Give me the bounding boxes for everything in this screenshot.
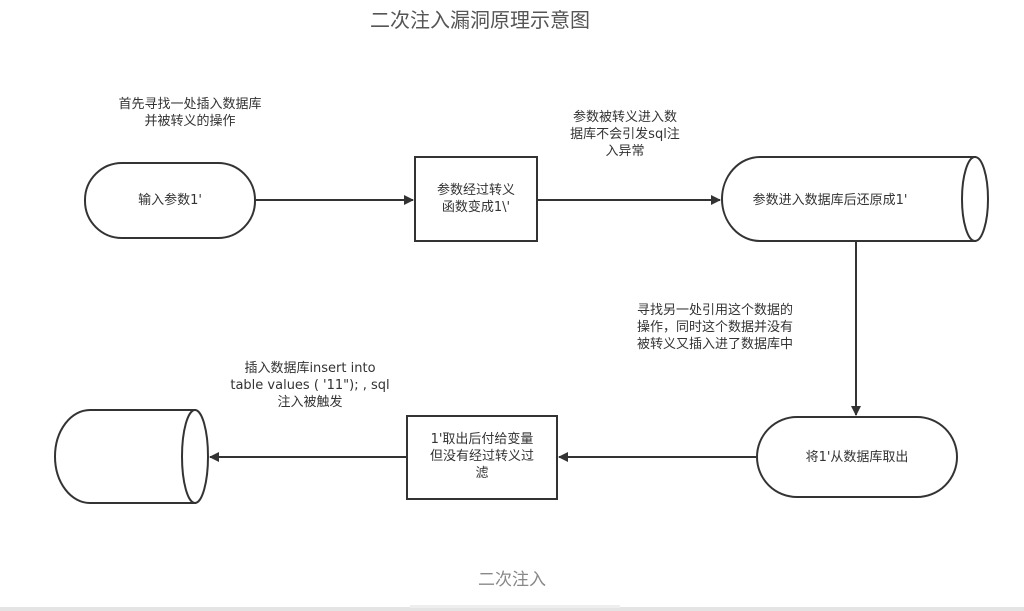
annotation-line: table values ( '11"); , sql	[230, 378, 390, 393]
bottom-divider-highlight	[410, 605, 620, 608]
node-db-restore	[721, 156, 989, 242]
bottom-divider	[0, 607, 1024, 611]
node-assign-variable-line: 滤	[475, 466, 489, 481]
node-assign-variable-label: 1'取出后付给变量 但没有经过转义过 滤	[407, 431, 557, 482]
node-target-db	[54, 409, 209, 504]
node-input-param	[84, 162, 256, 239]
node-assign-variable	[406, 415, 558, 500]
figure-caption: 二次注入	[478, 570, 546, 590]
diagram-title: 二次注入漏洞原理示意图	[370, 8, 590, 32]
node-escape-function-line: 函数变成1\'	[441, 200, 511, 215]
annotation-line: 插入数据库insert into	[244, 361, 376, 376]
annotation-line: 操作，同时这个数据并没有	[636, 320, 793, 335]
node-fetch-from-db	[756, 416, 958, 498]
annotation-line: 并被转义的操作	[144, 114, 236, 129]
annotation-step3: 寻找另一处引用这个数据的 操作，同时这个数据并没有 被转义又插入进了数据库中	[610, 302, 820, 353]
node-input-param-label: 输入参数1'	[138, 193, 202, 208]
annotation-line: 注入被触发	[277, 395, 343, 410]
annotation-line: 据库不会引发sql注	[570, 127, 680, 142]
annotation-line: 被转义又插入进了数据库中	[636, 337, 793, 352]
node-escape-function-line: 参数经过转义	[436, 183, 515, 198]
node-assign-variable-line: 1'取出后付给变量	[430, 432, 534, 447]
annotation-step2: 参数被转义进入数 据库不会引发sql注 入异常	[555, 109, 695, 160]
node-escape-function-label: 参数经过转义 函数变成1\'	[415, 182, 537, 216]
node-db-restore-label: 参数进入数据库后还原成1'	[752, 193, 908, 208]
annotation-line: 参数被转义进入数	[572, 110, 677, 125]
node-fetch-from-db-label: 将1'从数据库取出	[805, 450, 909, 465]
annotation-line: 寻找另一处引用这个数据的	[636, 303, 793, 318]
annotation-step1: 首先寻找一处插入数据库 并被转义的操作	[80, 96, 300, 130]
node-assign-variable-line: 但没有经过转义过	[429, 449, 534, 464]
annotation-line: 入异常	[605, 144, 645, 159]
annotation-line: 首先寻找一处插入数据库	[118, 97, 262, 112]
annotation-step4: 插入数据库insert into table values ( '11"); ,…	[205, 360, 415, 411]
node-escape-function	[414, 156, 538, 242]
